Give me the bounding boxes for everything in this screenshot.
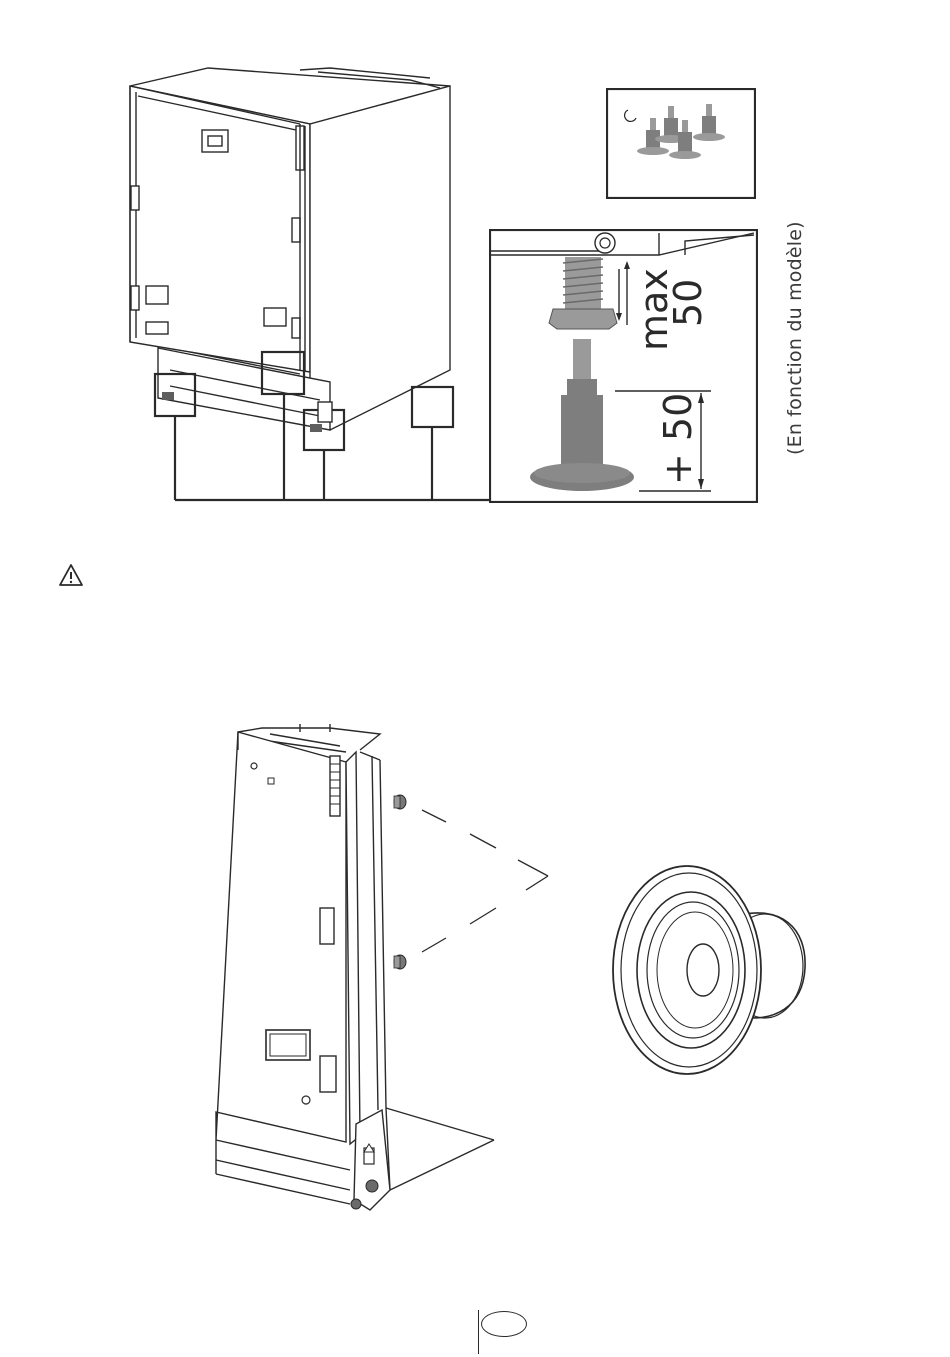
warning-triangle-icon <box>58 563 84 587</box>
plus-fifty-label: + 50 <box>656 393 700 485</box>
model-note: (En fonction du modèle) <box>780 195 810 455</box>
screw-icon <box>394 795 406 969</box>
adjustable-foot-icon: max 50 + 50 <box>489 229 758 503</box>
foot-detail-box: max 50 + 50 <box>489 229 758 503</box>
feet-set-icon <box>606 88 756 199</box>
page-badge <box>481 1311 527 1337</box>
feet-set-box <box>606 88 756 199</box>
max-value: 50 <box>666 279 710 327</box>
foot-cap-icon <box>605 858 815 1080</box>
page-divider <box>478 1310 479 1354</box>
